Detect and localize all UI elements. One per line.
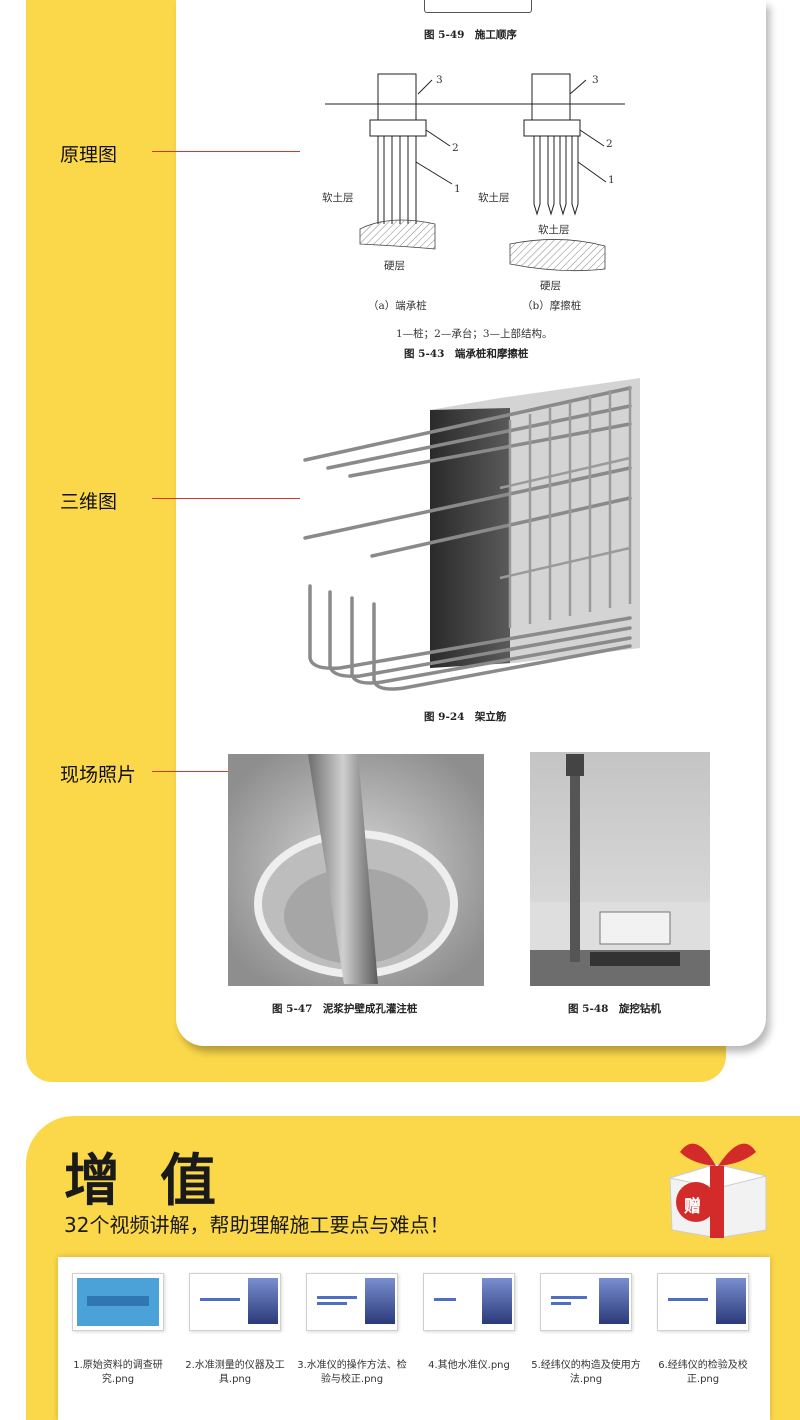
hard-layer-label: 硬层 [384,260,405,272]
file-name: 6.经纬仪的检验及校正.png [658,1360,748,1385]
soft-layer-label: 软土层 [538,224,570,236]
file-name: 1.原始资料的调查研究.png [73,1360,163,1385]
pile-principle-diagram [325,73,625,272]
rotary-drill-photo [530,752,710,986]
sub-caption-a: （a）端承桩 [368,300,427,312]
file-thumbnail [306,1273,398,1331]
file-name: 4.其他水准仪.png [428,1360,510,1371]
figure-caption: 图 5-47 泥浆护壁成孔灌注桩 [272,1003,418,1015]
soft-layer-label: 软土层 [322,192,354,204]
label-site-photo: 现场照片 [60,764,137,786]
bored-pile-photo [228,754,484,986]
gift-box-icon [669,1143,767,1239]
label-line [152,151,300,152]
pile-number: 3 [436,74,443,86]
pile-number: 2 [452,142,459,154]
file-thumbnail [657,1273,749,1331]
rebar-3d-diagram [303,378,640,691]
figure-caption: 图 5-48 旋挖钻机 [568,1003,661,1015]
file-thumbnail [423,1273,515,1331]
file-thumbnail [72,1273,164,1331]
figure-caption: 图 5-43 端承桩和摩擦桩 [404,348,529,360]
file-item[interactable]: 4.其他水准仪.png [413,1273,525,1373]
file-item[interactable]: 5.经纬仪的构造及使用方法.png [530,1273,642,1387]
soft-layer-label: 软土层 [478,192,510,204]
figure-stub-frame [424,0,532,13]
file-panel: 1.原始资料的调查研究.png 2.水准测量的仪器及工具.png 3.水准仪的操… [58,1257,770,1420]
gift-label: 赠 [684,1197,701,1217]
pile-number: 3 [592,74,599,86]
file-thumbnail [540,1273,632,1331]
file-item[interactable]: 1.原始资料的调查研究.png [62,1273,174,1387]
pile-number: 2 [606,138,613,150]
file-name: 5.经纬仪的构造及使用方法.png [531,1360,641,1385]
label-line [152,498,300,499]
file-item[interactable]: 3.水准仪的操作方法、检验与校正.png [296,1273,408,1387]
pile-number: 1 [454,183,461,195]
file-name: 3.水准仪的操作方法、检验与校正.png [297,1360,407,1385]
bonus-title: 增值 [64,1149,256,1214]
label-principle: 原理图 [60,144,118,166]
file-item[interactable]: 2.水准测量的仪器及工具.png [179,1273,291,1387]
figure-caption: 图 9-24 架立筋 [424,711,507,723]
file-item[interactable]: 6.经纬仪的检验及校正.png [647,1273,759,1387]
label-line [152,771,248,772]
figure-legend: 1—桩；2—承台；3—上部结构。 [396,328,553,340]
figure-caption: 图 5-49 施工顺序 [424,29,517,41]
sub-caption-b: （b）摩擦桩 [522,300,582,312]
file-thumbnail [189,1273,281,1331]
label-3d: 三维图 [60,491,118,513]
bonus-subtitle: 32个视频讲解，帮助理解施工要点与难点！ [64,1213,450,1237]
file-name: 2.水准测量的仪器及工具.png [185,1360,285,1385]
hard-layer-label: 硬层 [540,280,561,292]
pile-number: 1 [608,174,615,186]
